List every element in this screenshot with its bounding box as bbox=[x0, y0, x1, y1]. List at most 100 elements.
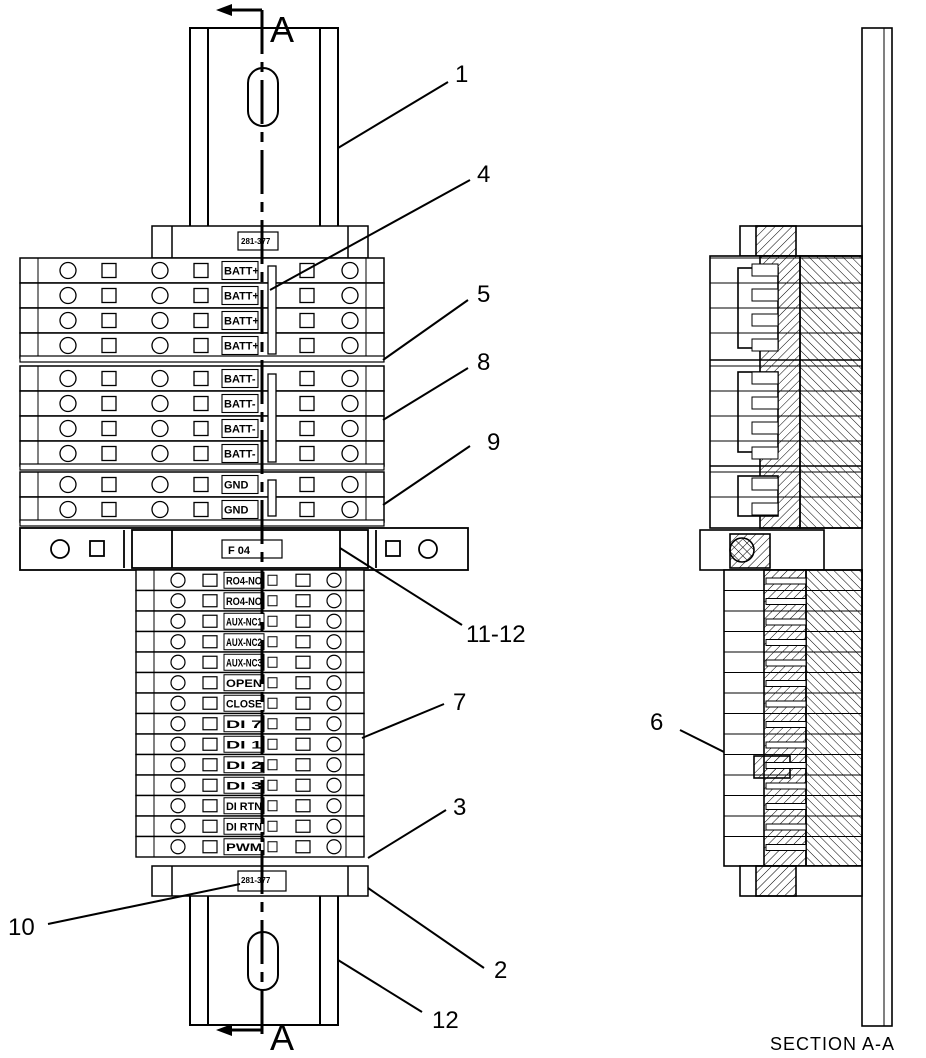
lower-terminal-row: CLOSE bbox=[135, 692, 365, 715]
lower-terminal-row: DI 1 bbox=[135, 733, 365, 756]
screw-terminal bbox=[151, 444, 169, 463]
fuse-block bbox=[19, 527, 469, 571]
screw-terminal bbox=[151, 394, 169, 413]
jumper-bar bbox=[267, 479, 277, 517]
terminal-label: AUX-NC2 bbox=[226, 637, 262, 649]
screw-terminal bbox=[151, 369, 169, 388]
callout-8: 8 bbox=[477, 349, 490, 376]
terminal-label: BATT- bbox=[224, 449, 256, 461]
part-number-bottom: 281-377 bbox=[241, 876, 271, 885]
callout-6: 6 bbox=[650, 709, 663, 736]
screw-terminal bbox=[170, 798, 186, 814]
screw-terminal bbox=[326, 675, 342, 691]
jumper-bar bbox=[267, 265, 277, 355]
screw-terminal bbox=[326, 757, 342, 773]
screw-terminal bbox=[341, 286, 359, 305]
screw-terminal bbox=[341, 369, 359, 388]
terminal-label: AUX-NC1 bbox=[226, 616, 262, 628]
screw-terminal bbox=[326, 572, 342, 588]
jumper-bar bbox=[267, 373, 277, 463]
lower-terminal-row: DI 2 bbox=[135, 753, 365, 776]
callout-5: 5 bbox=[477, 281, 490, 308]
callout-10: 10 bbox=[8, 914, 35, 941]
screw-terminal bbox=[341, 475, 359, 494]
callout-1: 1 bbox=[455, 61, 468, 88]
callout-9: 9 bbox=[487, 429, 500, 456]
separator-plate bbox=[19, 355, 385, 363]
upper-terminal-row: BATT+ bbox=[19, 307, 385, 334]
callout-7: 7 bbox=[453, 689, 466, 716]
screw-terminal bbox=[151, 419, 169, 438]
terminal-label: BATT+ bbox=[224, 266, 259, 278]
screw-terminal bbox=[59, 444, 77, 463]
terminal-label: GND bbox=[224, 480, 249, 492]
lower-terminal-row: AUX-NC1 bbox=[135, 610, 365, 633]
upper-terminal-row: BATT+ bbox=[19, 257, 385, 284]
terminal-label: BATT+ bbox=[224, 341, 259, 353]
lower-terminal-row: AUX-NC2 bbox=[135, 630, 365, 653]
end-stop-bottom bbox=[151, 865, 369, 897]
callout-4: 4 bbox=[477, 161, 490, 188]
separator-plate bbox=[19, 463, 385, 471]
end-stop-top bbox=[151, 225, 369, 259]
terminal-label: PWM bbox=[226, 842, 262, 854]
screw-terminal bbox=[170, 716, 186, 732]
section-view bbox=[699, 27, 893, 1027]
terminal-label: BATT- bbox=[224, 424, 256, 436]
section-caption: SECTION A-A bbox=[770, 1034, 895, 1054]
screw-terminal bbox=[170, 593, 186, 609]
terminal-label: BATT- bbox=[224, 374, 256, 386]
upper-terminal-row: GND bbox=[19, 471, 385, 498]
terminal-label: RO4-NO bbox=[226, 575, 262, 587]
terminal-label: RO4-NO bbox=[226, 596, 262, 608]
terminal-label: DI RTN bbox=[226, 801, 262, 813]
screw-terminal bbox=[170, 777, 186, 793]
screw-terminal bbox=[326, 777, 342, 793]
lower-terminal-row: DI 7 bbox=[135, 712, 365, 735]
screw-terminal bbox=[151, 311, 169, 330]
lower-terminal-row: DI RTN bbox=[135, 794, 365, 817]
callout-2: 2 bbox=[494, 957, 507, 984]
lower-terminal-row: AUX-NC3 bbox=[135, 651, 365, 674]
screw-terminal bbox=[170, 818, 186, 834]
terminal-label: AUX-NC3 bbox=[226, 657, 262, 669]
screw-terminal bbox=[341, 419, 359, 438]
terminal-label: DI 2 bbox=[226, 760, 262, 772]
din-rail-bottom bbox=[189, 894, 339, 1026]
screw-terminal bbox=[341, 336, 359, 355]
screw-terminal bbox=[326, 839, 342, 855]
callout-labels: 1 4 5 8 9 11-12 7 3 10 2 12 6 bbox=[8, 61, 663, 1034]
separator-plate bbox=[19, 519, 385, 527]
upper-terminal-row: GND bbox=[19, 496, 385, 523]
screw-terminal bbox=[151, 500, 169, 519]
screw-terminal bbox=[326, 736, 342, 752]
lower-terminal-row: PWM bbox=[135, 835, 365, 858]
screw-terminal bbox=[151, 261, 169, 280]
callout-3: 3 bbox=[453, 794, 466, 821]
screw-terminal bbox=[341, 444, 359, 463]
screw-terminal bbox=[170, 654, 186, 670]
screw-terminal bbox=[170, 572, 186, 588]
screw-terminal bbox=[59, 419, 77, 438]
upper-terminal-row: BATT+ bbox=[19, 282, 385, 309]
screw-terminal bbox=[59, 500, 77, 519]
screw-terminal bbox=[59, 311, 77, 330]
fuse-label: F 04 bbox=[228, 545, 251, 557]
terminal-label: BATT- bbox=[224, 399, 256, 411]
screw-terminal bbox=[341, 311, 359, 330]
lower-terminal-row: RO4-NO bbox=[135, 589, 365, 612]
upper-terminal-row: BATT- bbox=[19, 365, 385, 392]
screw-terminal bbox=[151, 475, 169, 494]
terminal-label: DI RTN bbox=[226, 821, 262, 833]
screw-terminal bbox=[326, 695, 342, 711]
screw-terminal bbox=[326, 593, 342, 609]
screw-terminal bbox=[326, 613, 342, 629]
screw-terminal bbox=[170, 695, 186, 711]
screw-terminal bbox=[341, 500, 359, 519]
screw-terminal bbox=[59, 369, 77, 388]
screw-terminal bbox=[326, 634, 342, 650]
upper-terminal-row: BATT- bbox=[19, 440, 385, 467]
callout-leaders bbox=[47, 81, 757, 1013]
lower-terminal-row: RO4-NO bbox=[135, 569, 365, 592]
upper-terminal-row: BATT- bbox=[19, 415, 385, 442]
